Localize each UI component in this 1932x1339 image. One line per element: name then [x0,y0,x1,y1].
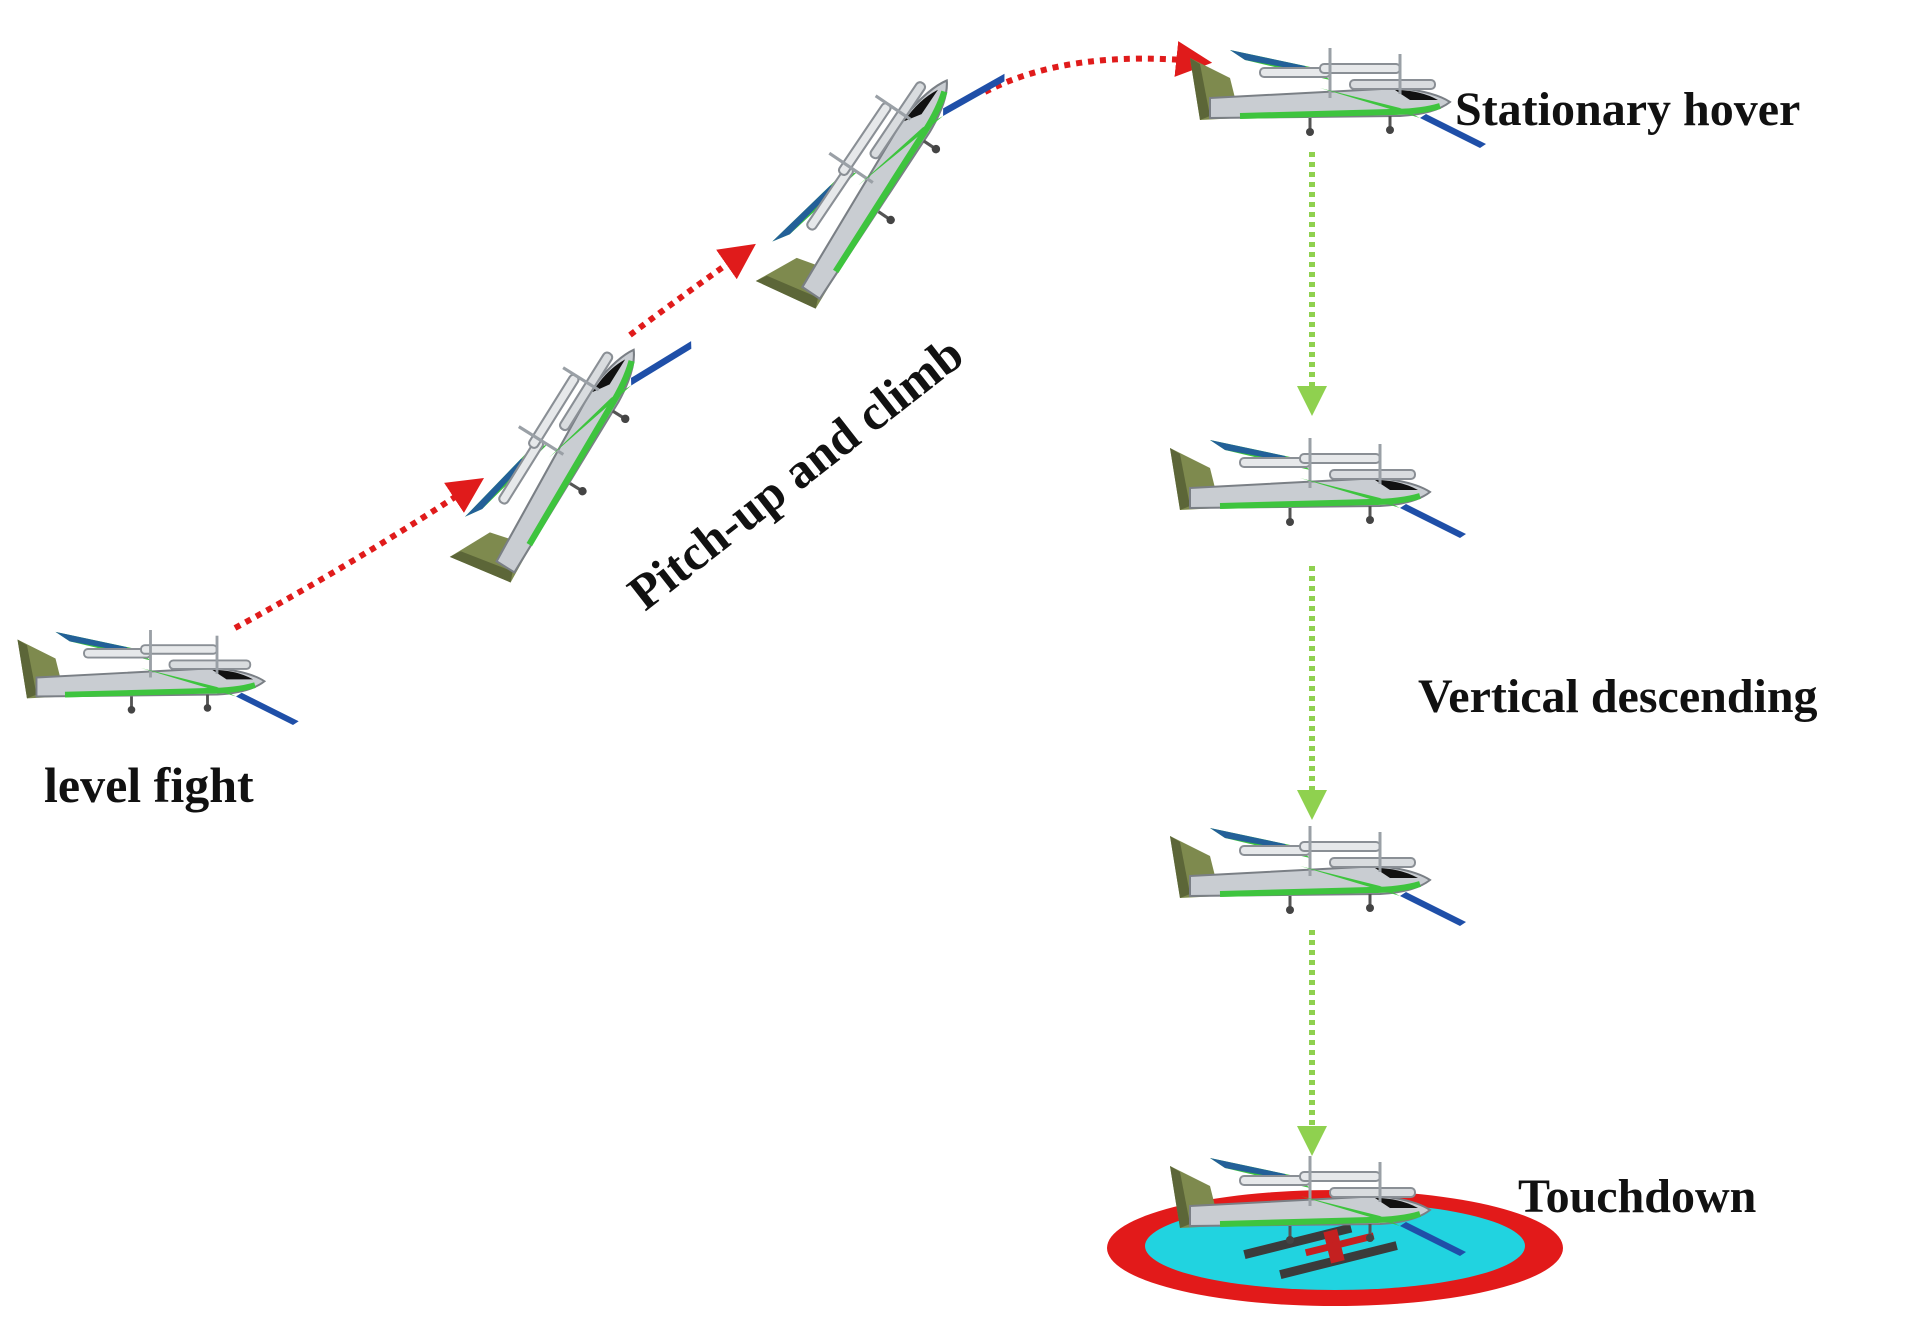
transition-arrow-3 [983,41,1213,95]
transition-arrow-1 [233,478,485,631]
label-level-flight: level fight [44,757,254,813]
label-stationary-hover: Stationary hover [1455,83,1800,136]
aircraft-level-flight-icon [17,630,298,725]
label-pitch-up: Pitch-up and climb [617,325,973,621]
aircraft-descending-2-icon [1170,826,1466,926]
aircraft-hover-icon [1190,48,1486,148]
label-touchdown: Touchdown [1518,1170,1756,1223]
label-vertical-descending: Vertical descending [1418,670,1818,723]
aircraft-descending-1-icon [1170,438,1466,538]
transition-arrow-2 [628,243,756,338]
aircraft-pitch-up-2-icon [747,17,1008,333]
